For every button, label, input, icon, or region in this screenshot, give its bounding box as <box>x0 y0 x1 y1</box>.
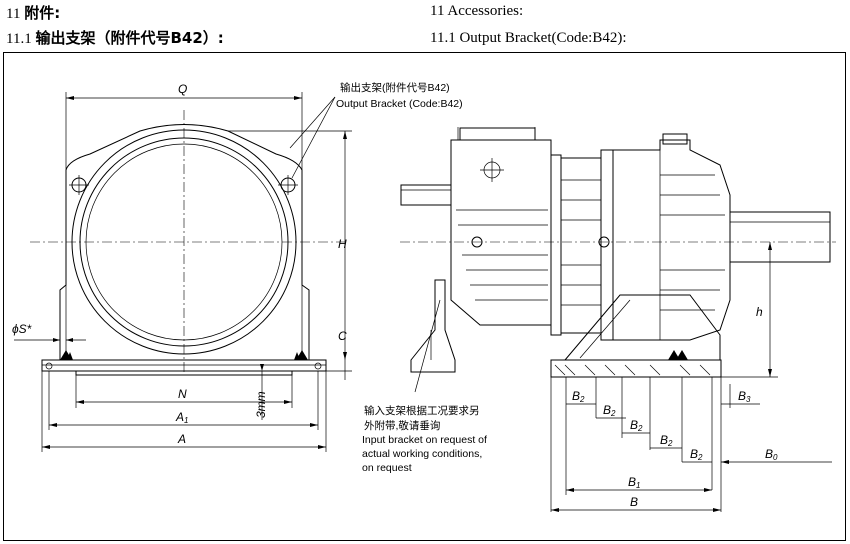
dim-3mm: 3mm <box>254 391 268 418</box>
dim-A1: A1 <box>175 410 188 425</box>
front-dimensions <box>14 92 352 452</box>
callout-input-bracket-cn-1: 输入支架根据工况要求另 <box>364 404 480 417</box>
dim-B0: B0 <box>765 447 778 462</box>
flange-2 <box>560 157 602 334</box>
heading-11-cn: 11 附件: <box>6 2 60 23</box>
dim-B2-d: B2 <box>660 433 673 448</box>
dim-B: B <box>630 495 638 509</box>
dim-B2-a: B2 <box>572 389 585 404</box>
side-view <box>400 127 836 378</box>
heading-11-1-en: 11.1 Output Bracket(Code:B42): <box>430 30 627 46</box>
heading-11-en: 11 Accessories: <box>430 3 524 19</box>
heading-num: 11 <box>6 6 21 22</box>
centre-mark-icon <box>480 158 504 182</box>
front-view <box>30 110 345 376</box>
dim-Q: Q <box>178 82 187 96</box>
mounting-hole-icon <box>278 175 298 195</box>
mounting-hole-icon <box>69 175 89 195</box>
dim-H: H <box>338 237 347 251</box>
dim-N: N <box>178 387 187 401</box>
flange-3 <box>600 149 614 341</box>
subheading-num: 11.1 <box>6 31 32 47</box>
callout-input-bracket-en-3: on request <box>362 462 412 474</box>
heading-11-1-cn: 11.1 输出支架（附件代号B42）: <box>6 27 224 48</box>
dim-h: h <box>756 305 763 319</box>
callout-input-bracket-en-1: Input bracket on request of <box>362 434 487 446</box>
side-dimensions <box>550 242 832 512</box>
output-shaft <box>729 211 831 263</box>
callout-input-bracket-en-2: actual working conditions, <box>362 448 482 460</box>
dim-S: ϕS* <box>12 322 32 336</box>
input-housing <box>450 139 552 326</box>
dim-B1: B1 <box>628 475 640 490</box>
heading-title-cn: 附件: <box>24 4 61 22</box>
dim-B3: B3 <box>738 389 751 404</box>
dim-C: C <box>338 329 347 343</box>
drawing-frame <box>3 52 846 541</box>
output-housing <box>612 139 731 341</box>
input-shaft <box>400 184 452 206</box>
dim-A: A <box>177 432 186 446</box>
callout-output-bracket-cn: 输出支架(附件代号B42) <box>340 81 450 94</box>
base-slot <box>75 370 293 376</box>
dim-B2-e: B2 <box>690 447 703 462</box>
flange-1 <box>550 154 562 336</box>
dim-B2-b: B2 <box>603 403 616 418</box>
side-base-plate <box>550 359 722 378</box>
dim-B2-c: B2 <box>630 418 643 433</box>
subheading-title-cn: 输出支架（附件代号B42）: <box>35 29 224 47</box>
input-bracket <box>410 279 456 373</box>
callout-output-bracket-en: Output Bracket (Code:B42) <box>336 98 463 110</box>
callout-input-bracket-cn-2: 外附带,敬请垂询 <box>364 419 440 432</box>
